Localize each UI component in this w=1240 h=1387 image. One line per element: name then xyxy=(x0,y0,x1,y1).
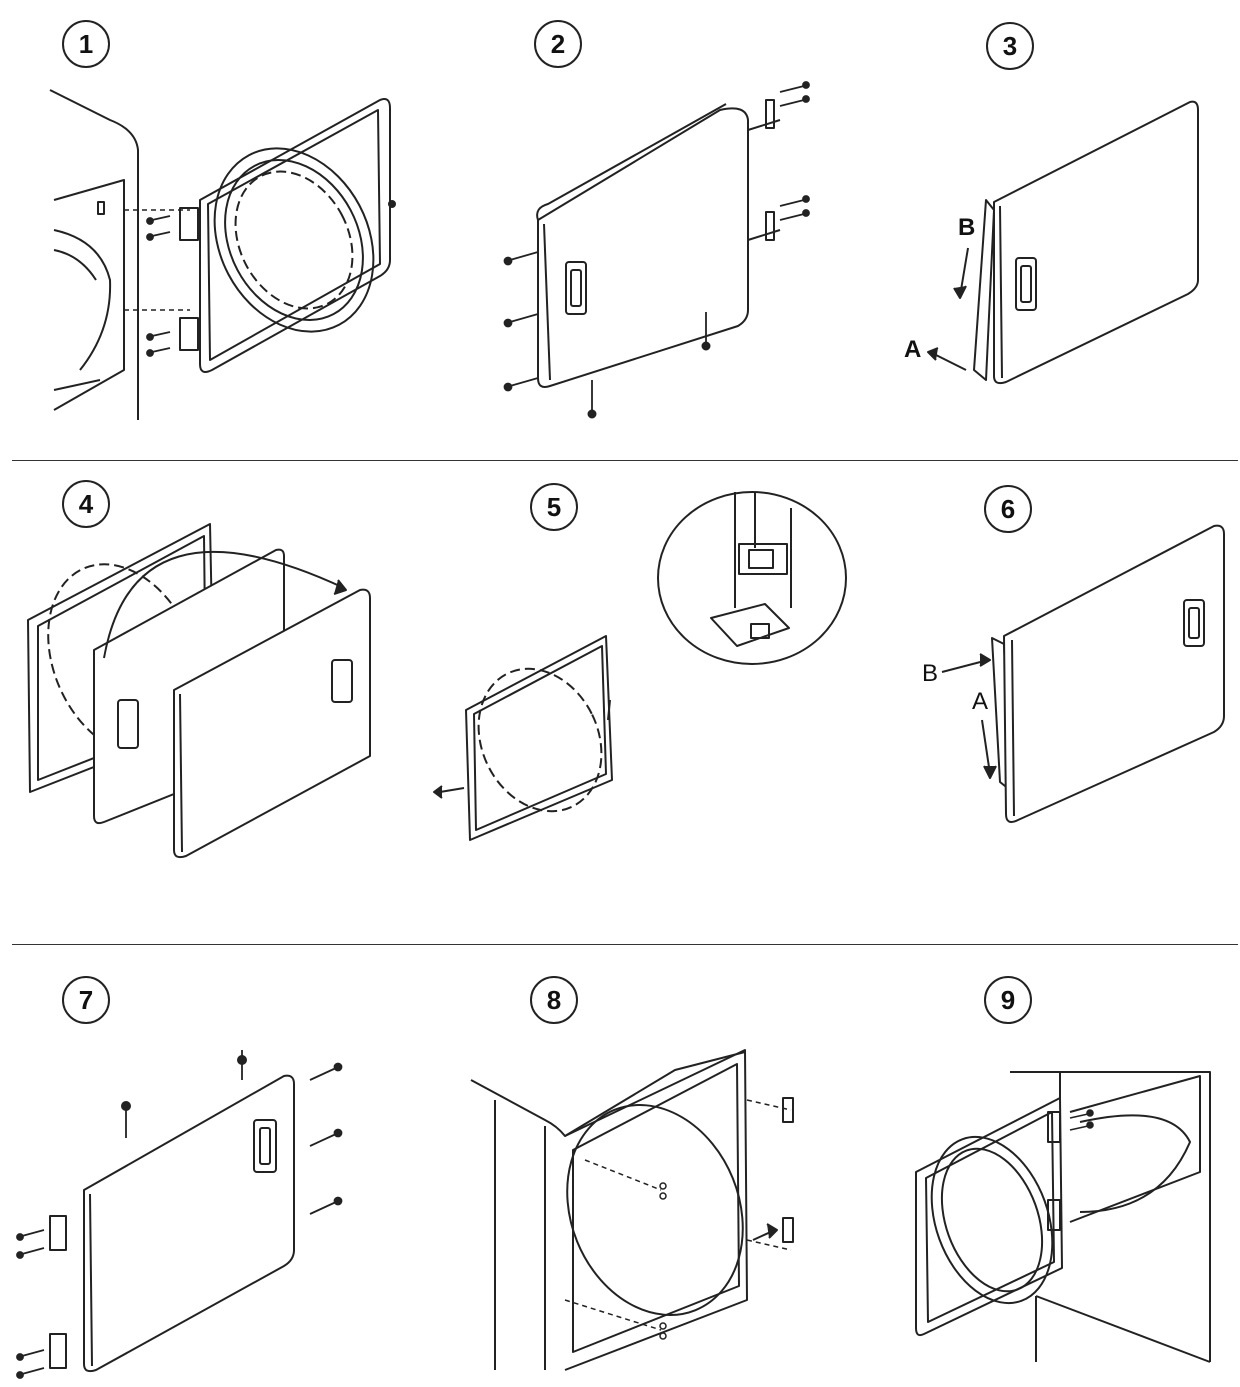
step-3-badge: 3 xyxy=(986,22,1034,70)
hinge-icon xyxy=(1047,1111,1061,1143)
step-7-badge: 7 xyxy=(62,976,110,1024)
row-divider-2 xyxy=(12,944,1238,945)
label-a-step-6: A xyxy=(972,688,989,715)
row-divider-1 xyxy=(12,460,1238,461)
screw-icon xyxy=(779,81,810,221)
step-6-illustration xyxy=(941,524,1225,823)
step-5-illustration xyxy=(433,635,613,841)
hinge-icon xyxy=(179,317,199,351)
arrow-icon xyxy=(439,699,611,793)
hinge-icon xyxy=(49,1333,67,1369)
step-2-illustration xyxy=(503,81,810,419)
screw-icon xyxy=(16,1229,45,1379)
step-4-illustration xyxy=(27,523,371,859)
step-3-illustration xyxy=(927,100,1199,385)
step-8-badge: 8 xyxy=(530,976,578,1024)
step-5-detail-inset xyxy=(657,491,847,665)
door-handle-icon xyxy=(331,659,353,703)
step-8-illustration xyxy=(470,1049,794,1371)
door-handle-icon xyxy=(253,1119,277,1173)
screw-icon xyxy=(1069,1109,1094,1131)
step-6-badge: 6 xyxy=(984,485,1032,533)
step-1-illustration xyxy=(49,89,396,420)
step-4-badge: 4 xyxy=(62,480,110,528)
step-7-illustration xyxy=(16,1050,343,1379)
hinge-icon xyxy=(782,1217,794,1243)
step-9-badge: 9 xyxy=(984,976,1032,1024)
step-9-illustration xyxy=(915,1071,1211,1363)
hinge-icon xyxy=(782,1097,794,1123)
screw-icon xyxy=(309,1062,343,1215)
hinge-icon xyxy=(1047,1199,1061,1231)
step-2-badge: 2 xyxy=(534,20,582,68)
step-5-badge: 5 xyxy=(530,483,578,531)
screw-icon xyxy=(503,251,539,392)
label-b-step-3: B xyxy=(958,214,976,241)
door-handle-icon xyxy=(1183,599,1205,647)
hinge-icon xyxy=(49,1215,67,1251)
label-b-step-6: B xyxy=(922,660,939,687)
step-1-badge: 1 xyxy=(62,20,110,68)
screw-icon xyxy=(146,215,171,357)
arrow-icon xyxy=(103,550,345,659)
door-handle-icon xyxy=(1015,257,1037,311)
label-a-step-3: A xyxy=(904,336,922,363)
arrow-icon xyxy=(981,719,991,775)
door-handle-icon xyxy=(565,261,587,315)
hinge-icon xyxy=(179,207,199,241)
